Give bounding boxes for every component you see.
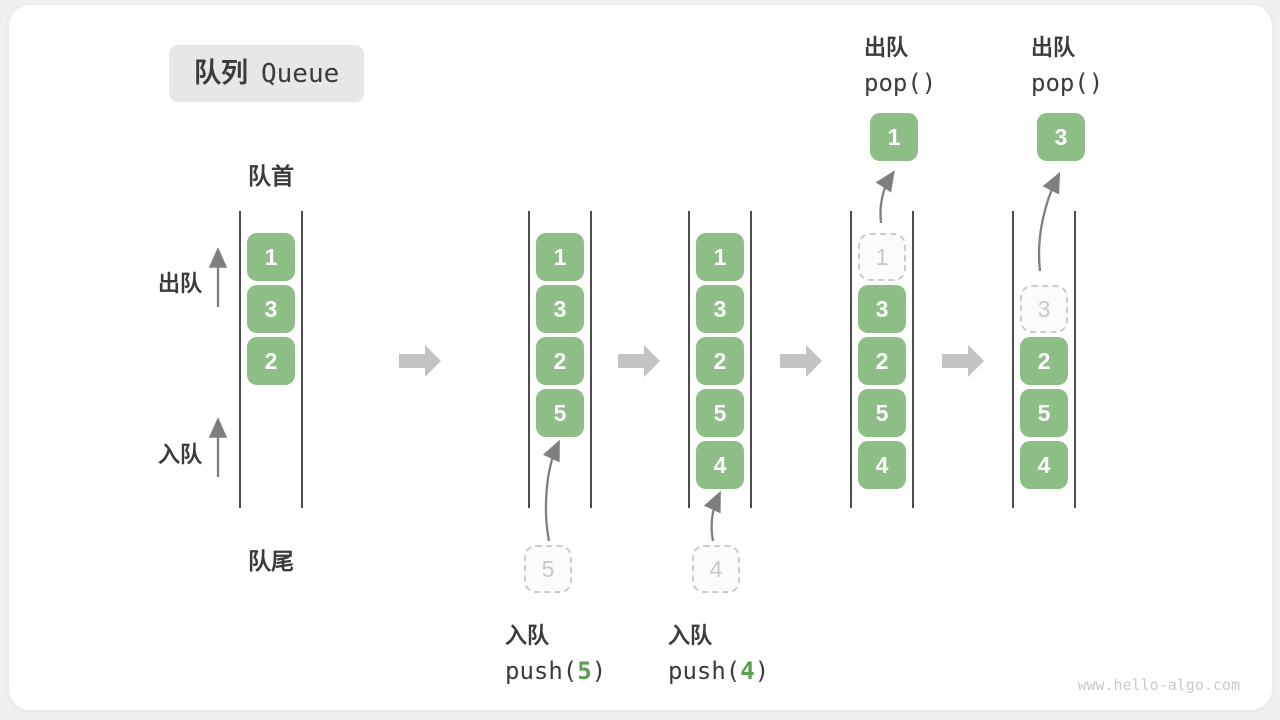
op-code-part: push( [505,657,578,685]
queue-wall-right [590,211,592,508]
queue-rear-label: 队尾 [248,548,294,574]
queue-item-dashed: 1 [858,233,906,281]
queue-item: 3 [858,285,906,333]
queue-item: 5 [858,389,906,437]
queue-wall-left [528,211,530,508]
op-code-part: 4 [740,657,755,685]
op-code: push(5) [505,657,606,685]
queue-wall-right [750,211,752,508]
op-code-part: pop() [864,69,937,97]
queue-wall-right [912,211,914,508]
queue-item: 3 [696,285,744,333]
op-label-group: 入队 push(4) [668,618,769,685]
queue-item: 1 [536,233,584,281]
queue-item: 2 [536,337,584,385]
watermark: www.hello-algo.com [1077,676,1240,694]
queue-wall-left [1012,211,1014,508]
queue-item: 4 [1020,441,1068,489]
op-name: 出队 [864,35,909,60]
popped-item: 1 [870,113,918,161]
queue-item: 2 [858,337,906,385]
op-code-part: ) [591,657,607,685]
op-name: 出队 [1031,35,1076,60]
queue-wall-right [301,211,303,508]
op-name: 入队 [668,623,713,648]
queue-item: 2 [247,337,295,385]
title-en: Queue [261,58,340,89]
title-zh: 队列 [194,58,248,88]
pending-item: 5 [524,545,572,593]
queue-item: 5 [696,389,744,437]
queue-wall-right [1074,211,1076,508]
op-code-part: 5 [577,657,592,685]
op-name: 入队 [505,623,550,648]
popped-item: 3 [1037,113,1085,161]
dequeue-label: 出队 [158,271,203,296]
op-code: pop() [864,69,936,97]
queue-item: 4 [696,441,744,489]
queue-item-dashed: 3 [1020,285,1068,333]
queue-item: 1 [247,233,295,281]
op-label-group: 入队 push(5) [505,618,606,685]
op-code: pop() [1031,69,1103,97]
title-chip: 队列 Queue [169,45,365,102]
diagram-card [8,4,1273,711]
queue-item: 2 [1020,337,1068,385]
queue-wall-left [688,211,690,508]
queue-wall-left [850,211,852,508]
queue-item: 5 [536,389,584,437]
queue-wall-left [239,211,241,508]
op-code-part: push( [668,657,741,685]
op-label-group: 出队 pop() [864,30,936,97]
op-label-group: 出队 pop() [1031,30,1103,97]
op-code-part: pop() [1031,69,1104,97]
queue-item: 4 [858,441,906,489]
queue-front-label: 队首 [248,163,294,189]
op-code: push(4) [668,657,769,685]
queue-item: 3 [536,285,584,333]
queue-item: 3 [247,285,295,333]
pending-item: 4 [692,545,740,593]
queue-item: 2 [696,337,744,385]
op-code-part: ) [754,657,770,685]
queue-item: 5 [1020,389,1068,437]
queue-item: 1 [696,233,744,281]
enqueue-label: 入队 [158,442,203,467]
